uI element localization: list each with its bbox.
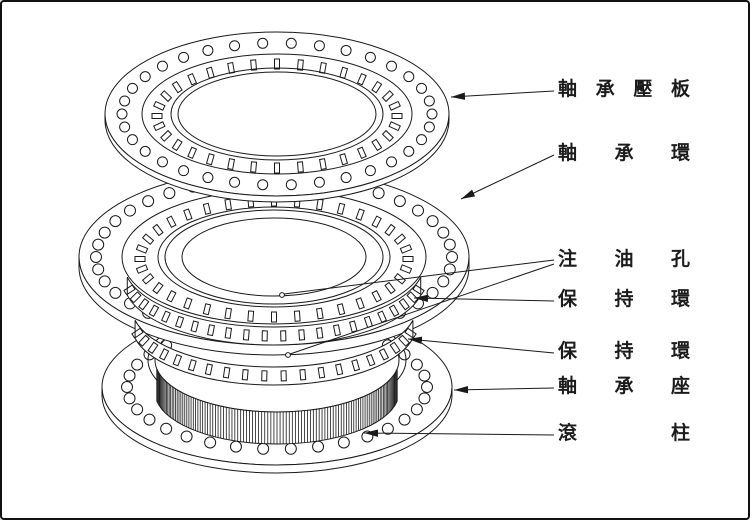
leader-bearing-ring: [460, 154, 555, 200]
label-bearing-pressure-plate: 軸承壓板: [558, 79, 690, 100]
label-oil-injection-hole: 注油孔: [558, 249, 690, 270]
bearing-seat-drawing: [101, 304, 453, 474]
label-retaining-ring-upper: 保持環: [558, 289, 690, 310]
leader-retaining-ring-upper: [413, 294, 555, 302]
leader-retaining-ring-lower: [407, 336, 555, 354]
label-bearing-seat: 軸承座: [558, 376, 690, 397]
label-retaining-ring-lower: 保持環: [558, 341, 690, 362]
label-roller: 滾柱: [558, 423, 690, 444]
pressure-plate-drawing: [104, 31, 450, 203]
leader-oil-hole-lower: [289, 263, 555, 355]
leader-bearing-seat: [453, 386, 555, 394]
leader-roller: [363, 429, 555, 437]
leader-bearing-pressure-plate: [450, 90, 555, 100]
leader-oil-hole-upper: [283, 259, 555, 295]
oil-hole-dot-lower: [285, 352, 291, 358]
label-bearing-ring: 軸承環: [558, 143, 690, 164]
leader-lines: [279, 90, 555, 437]
bearing-ring-drawing: [78, 168, 470, 386]
oil-hole-dots: [279, 292, 291, 358]
oil-hole-dot-upper: [279, 292, 285, 298]
